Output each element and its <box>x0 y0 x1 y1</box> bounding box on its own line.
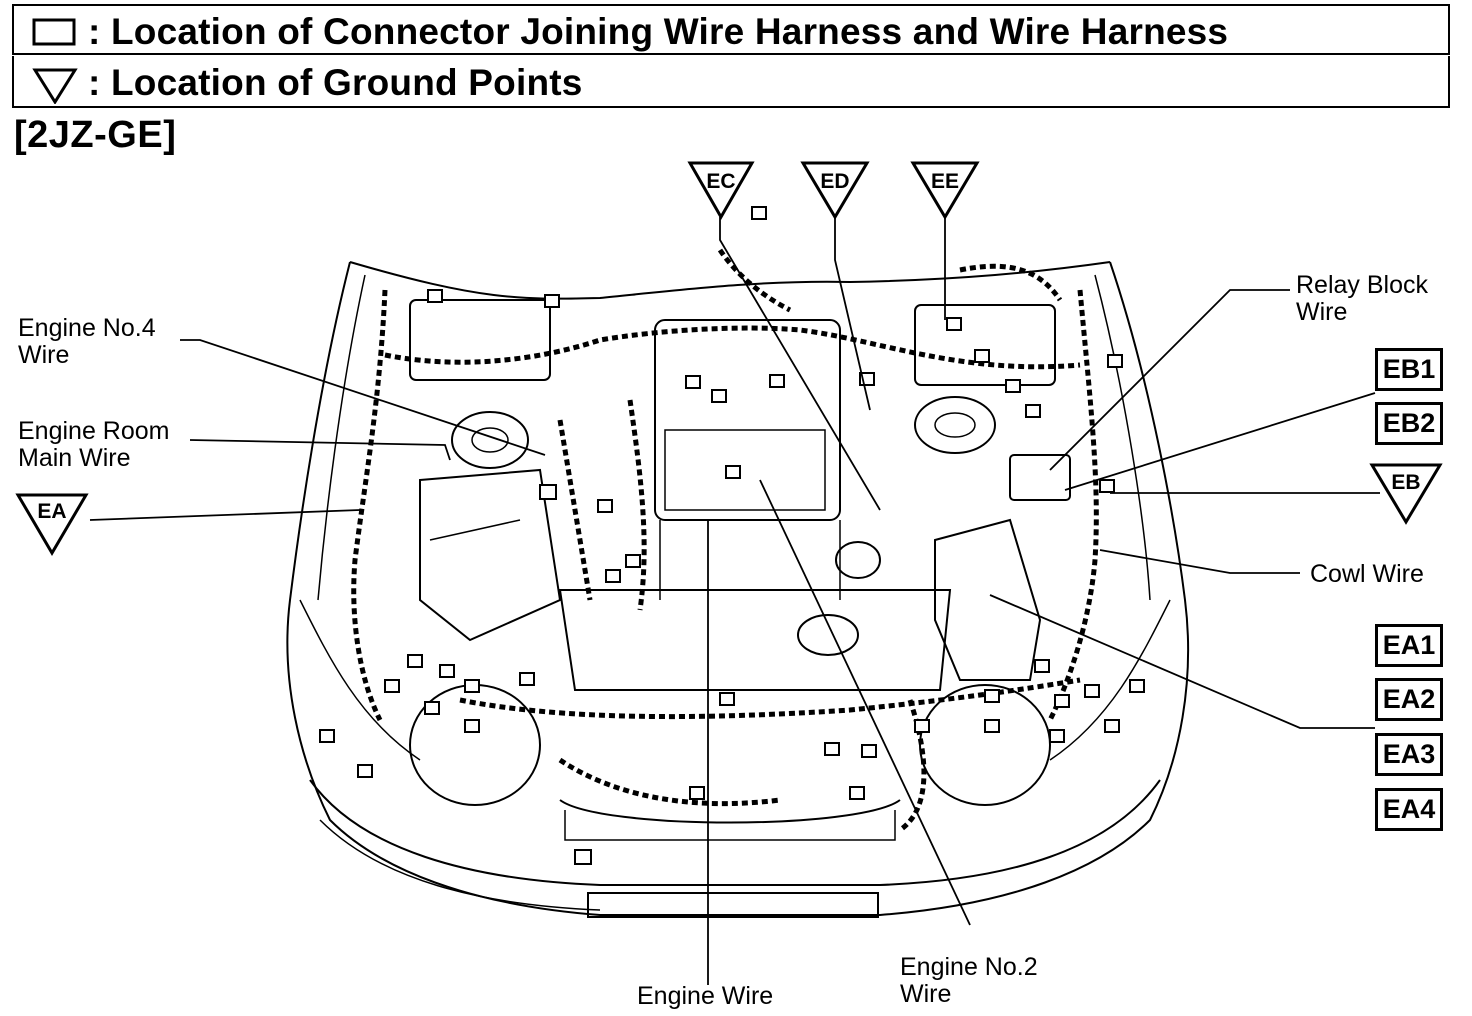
connector-eb1: EB1 <box>1375 348 1443 391</box>
label-line: Relay Block <box>1296 271 1428 299</box>
ground-point-eb-icon <box>1369 463 1443 525</box>
ground-point-ee-icon <box>910 161 980 220</box>
engine-title: [2JZ-GE] <box>14 114 177 156</box>
label-engine-wire: Engine Wire <box>637 982 774 1010</box>
label-engine-room-main-wire: Engine Room Main Wire <box>18 418 169 472</box>
label-line: Wire <box>1296 298 1348 326</box>
label-relay-block-wire: Relay Block Wire <box>1296 272 1428 326</box>
label-engine-no4-wire: Engine No.4 Wire <box>18 315 156 369</box>
connector-ea4: EA4 <box>1375 788 1443 831</box>
label-line: Main Wire <box>18 444 131 472</box>
connector-eb2: EB2 <box>1375 402 1443 445</box>
connector-ea3: EA3 <box>1375 733 1443 776</box>
label-line: Engine Room <box>18 417 170 445</box>
label-line: Engine No.2 <box>900 953 1038 981</box>
ground-label-eb: EB <box>1391 471 1421 494</box>
label-line: Engine No.4 <box>18 314 156 342</box>
legend-ground-row: : Location of Ground Points <box>12 56 1450 108</box>
label-line: Wire <box>900 980 952 1008</box>
ground-label-ec: EC <box>706 170 736 193</box>
rectangle-icon <box>32 18 76 46</box>
ground-label-ee: EE <box>930 170 959 193</box>
ground-point-ed-icon <box>800 161 870 220</box>
label-line: Wire <box>18 341 70 369</box>
ground-label-ed: ED <box>820 170 850 193</box>
connector-ea1: EA1 <box>1375 624 1443 667</box>
label-cowl-wire: Cowl Wire <box>1310 560 1424 588</box>
ground-label-ea: EA <box>37 500 67 523</box>
legend-connector-row: : Location of Connector Joining Wire Har… <box>12 4 1450 55</box>
ground-point-ea-icon <box>15 493 89 556</box>
down-triangle-icon <box>32 68 78 104</box>
legend-ground-text: : Location of Ground Points <box>88 62 583 103</box>
ground-point-ec-icon <box>687 161 755 221</box>
legend-connector-text: : Location of Connector Joining Wire Har… <box>88 11 1229 52</box>
connector-ea2: EA2 <box>1375 678 1443 721</box>
label-engine-no2-wire: Engine No.2 Wire <box>900 954 1038 1008</box>
